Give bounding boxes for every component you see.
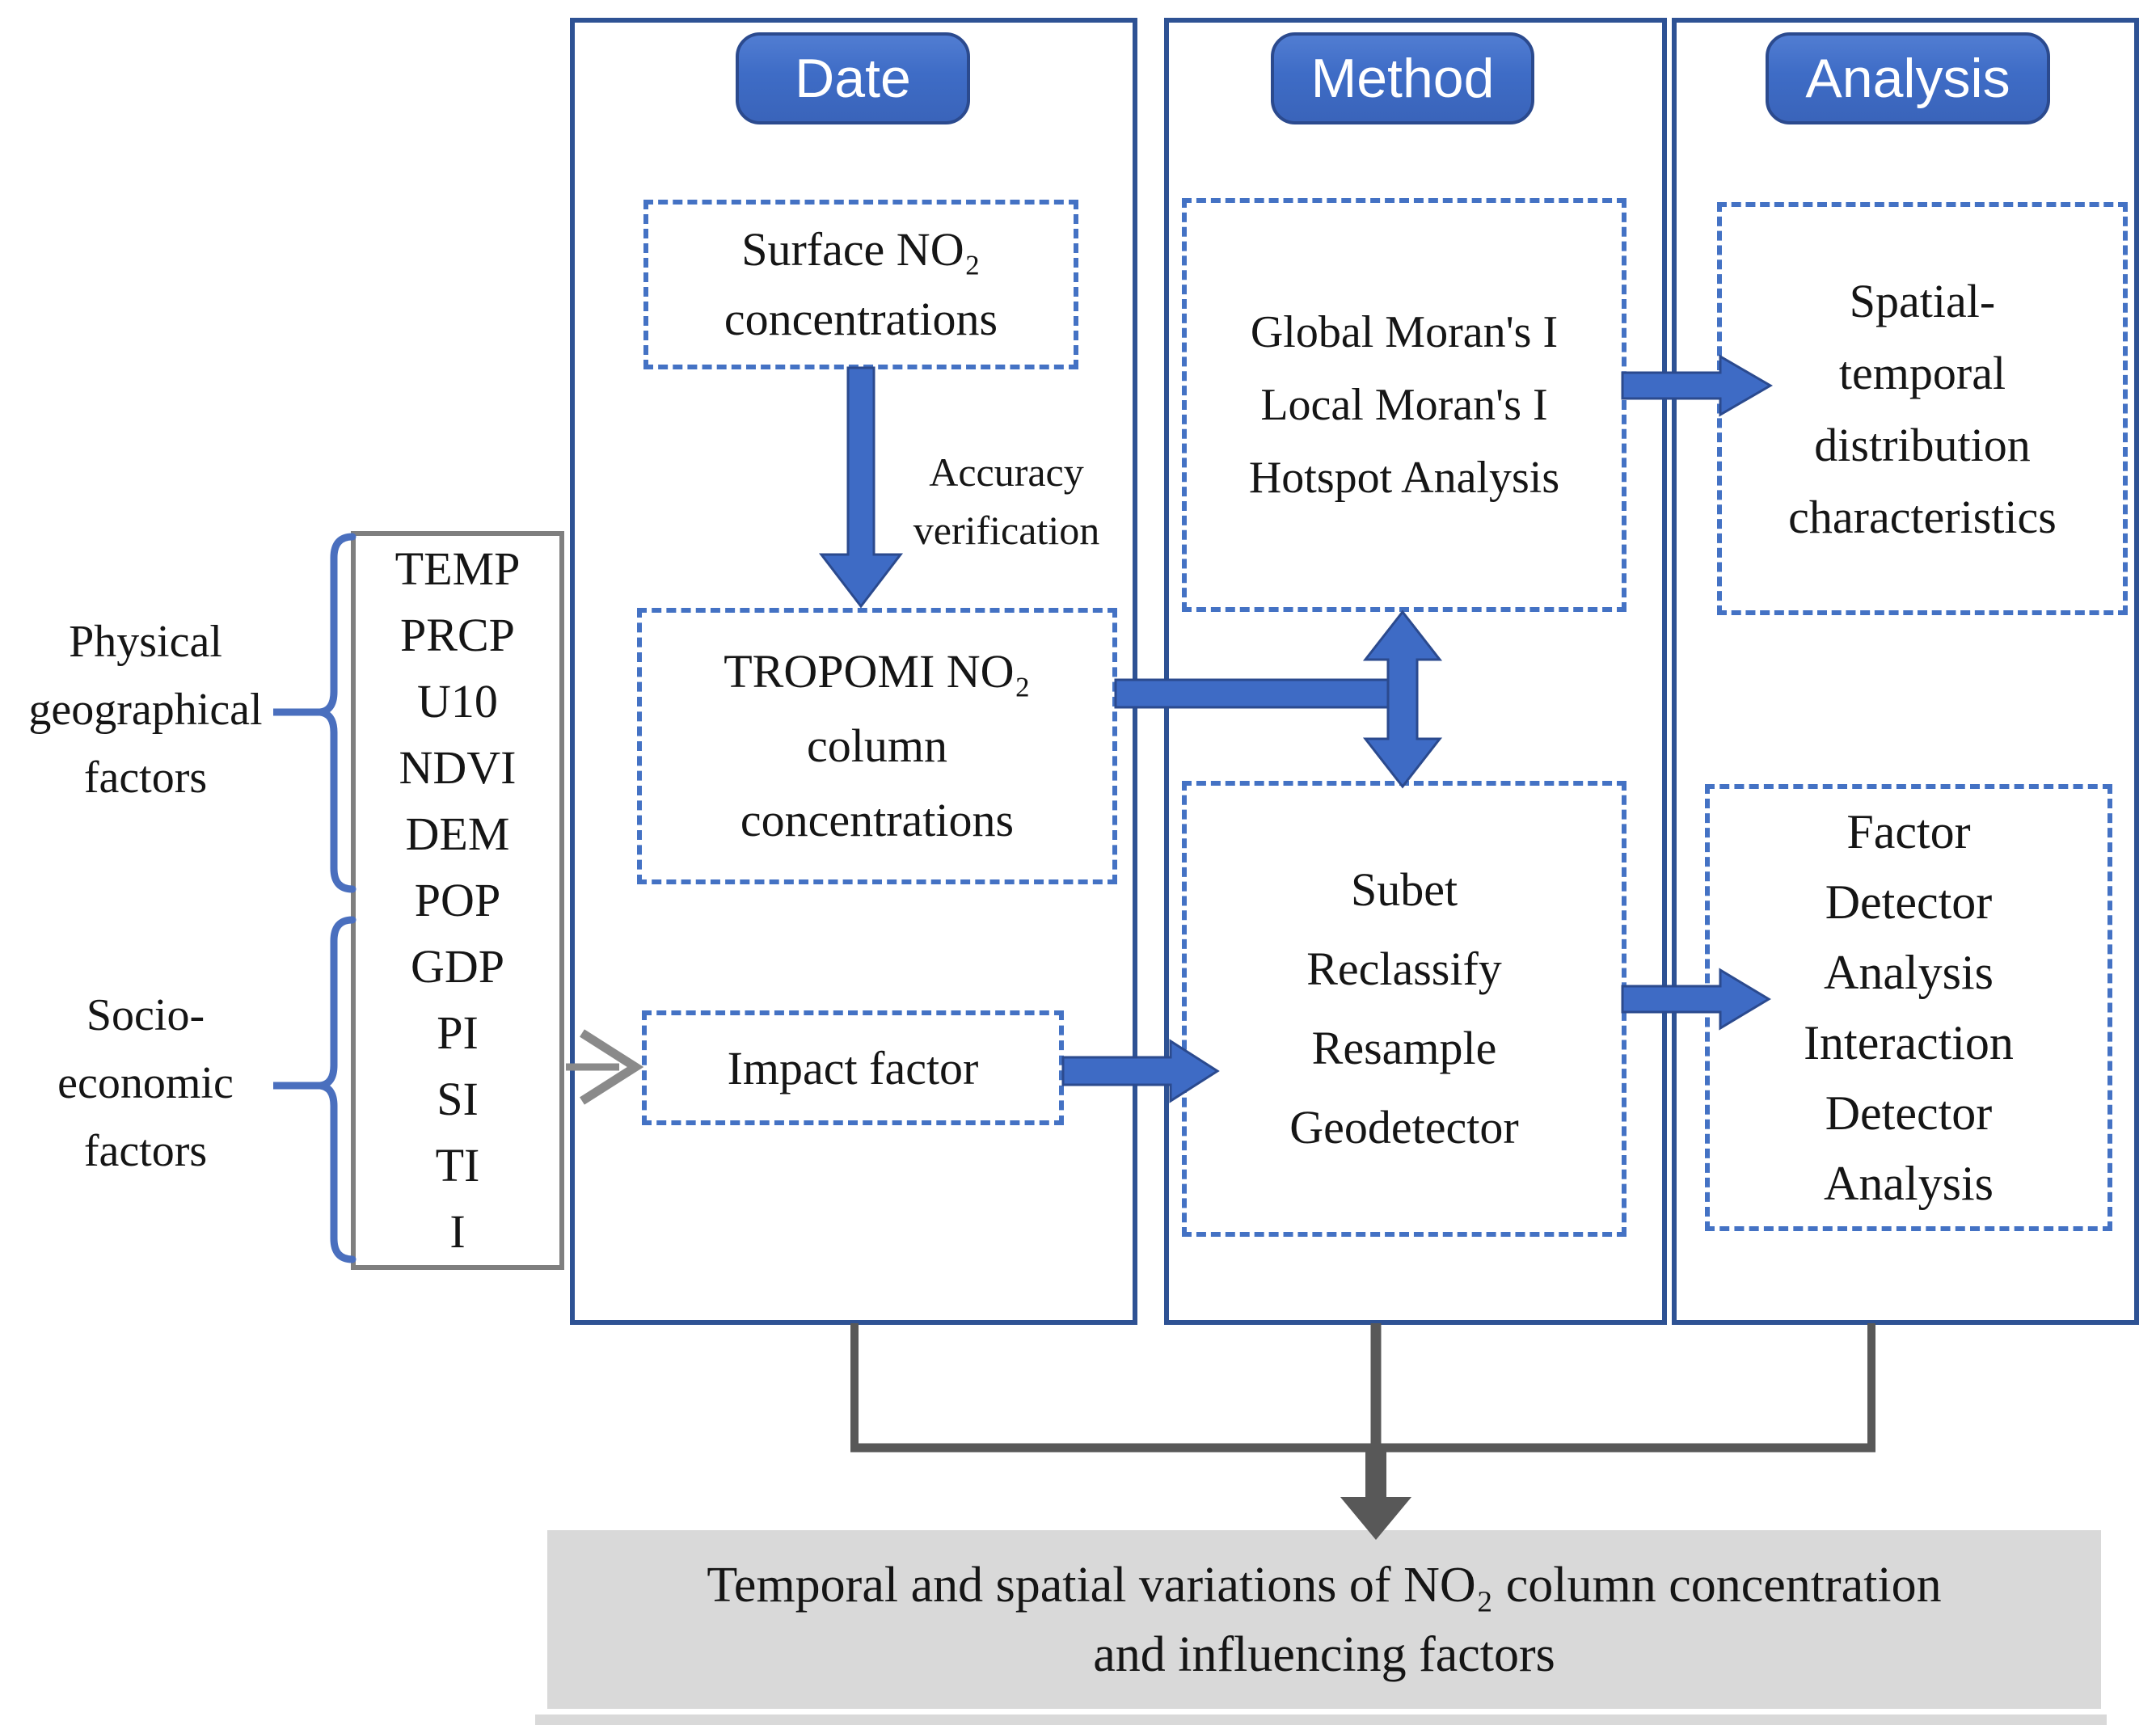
factor-detector-box: Factor Detector Analysis Interaction Det… bbox=[1705, 784, 2112, 1231]
factor-list-box: TEMP PRCP U10 NDVI DEM POP GDP PI SI TI … bbox=[351, 531, 564, 1270]
date-column-frame bbox=[570, 18, 1137, 1325]
factor-item: U10 bbox=[417, 675, 498, 728]
factor-item: TI bbox=[435, 1139, 480, 1191]
surface-no2-box: Surface NO₂ concentrations bbox=[643, 200, 1078, 369]
factor-item: PI bbox=[437, 1006, 479, 1059]
method-column-frame bbox=[1164, 18, 1667, 1325]
accuracy-verification-label: Accuracy verification bbox=[913, 449, 1100, 553]
impact-factor-box: Impact factor bbox=[642, 1010, 1064, 1125]
analysis-badge: Analysis bbox=[1766, 32, 2050, 124]
bottom-strip bbox=[535, 1714, 2107, 1725]
result-box: Temporal and spatial variations of NO₂ c… bbox=[547, 1530, 2101, 1709]
tropomi-no2-box: TROPOMI NO₂ column concentrations bbox=[637, 608, 1117, 884]
factor-item: GDP bbox=[410, 940, 505, 993]
factor-item: SI bbox=[437, 1073, 479, 1125]
factor-item: NDVI bbox=[399, 741, 517, 794]
geodetector-box: Subet Reclassify Resample Geodetector bbox=[1182, 781, 1626, 1237]
moran-analysis-box: Global Moran's I Local Moran's I Hotspot… bbox=[1182, 198, 1626, 612]
factor-item: PRCP bbox=[400, 609, 515, 661]
factor-item: I bbox=[449, 1205, 466, 1258]
method-badge: Method bbox=[1271, 32, 1534, 124]
analysis-column-frame bbox=[1672, 18, 2139, 1325]
date-badge: Date bbox=[736, 32, 970, 124]
spatial-temporal-box: Spatial- temporal distribution character… bbox=[1717, 202, 2128, 615]
socio-brace bbox=[319, 916, 357, 1263]
factor-item: POP bbox=[414, 874, 501, 926]
factor-item: DEM bbox=[405, 808, 510, 860]
physical-brace bbox=[319, 533, 357, 893]
factor-item: TEMP bbox=[394, 542, 521, 595]
physical-factors-label: Physical geographical factors bbox=[28, 617, 263, 803]
socio-factors-label: Socio- economic factors bbox=[57, 990, 234, 1176]
